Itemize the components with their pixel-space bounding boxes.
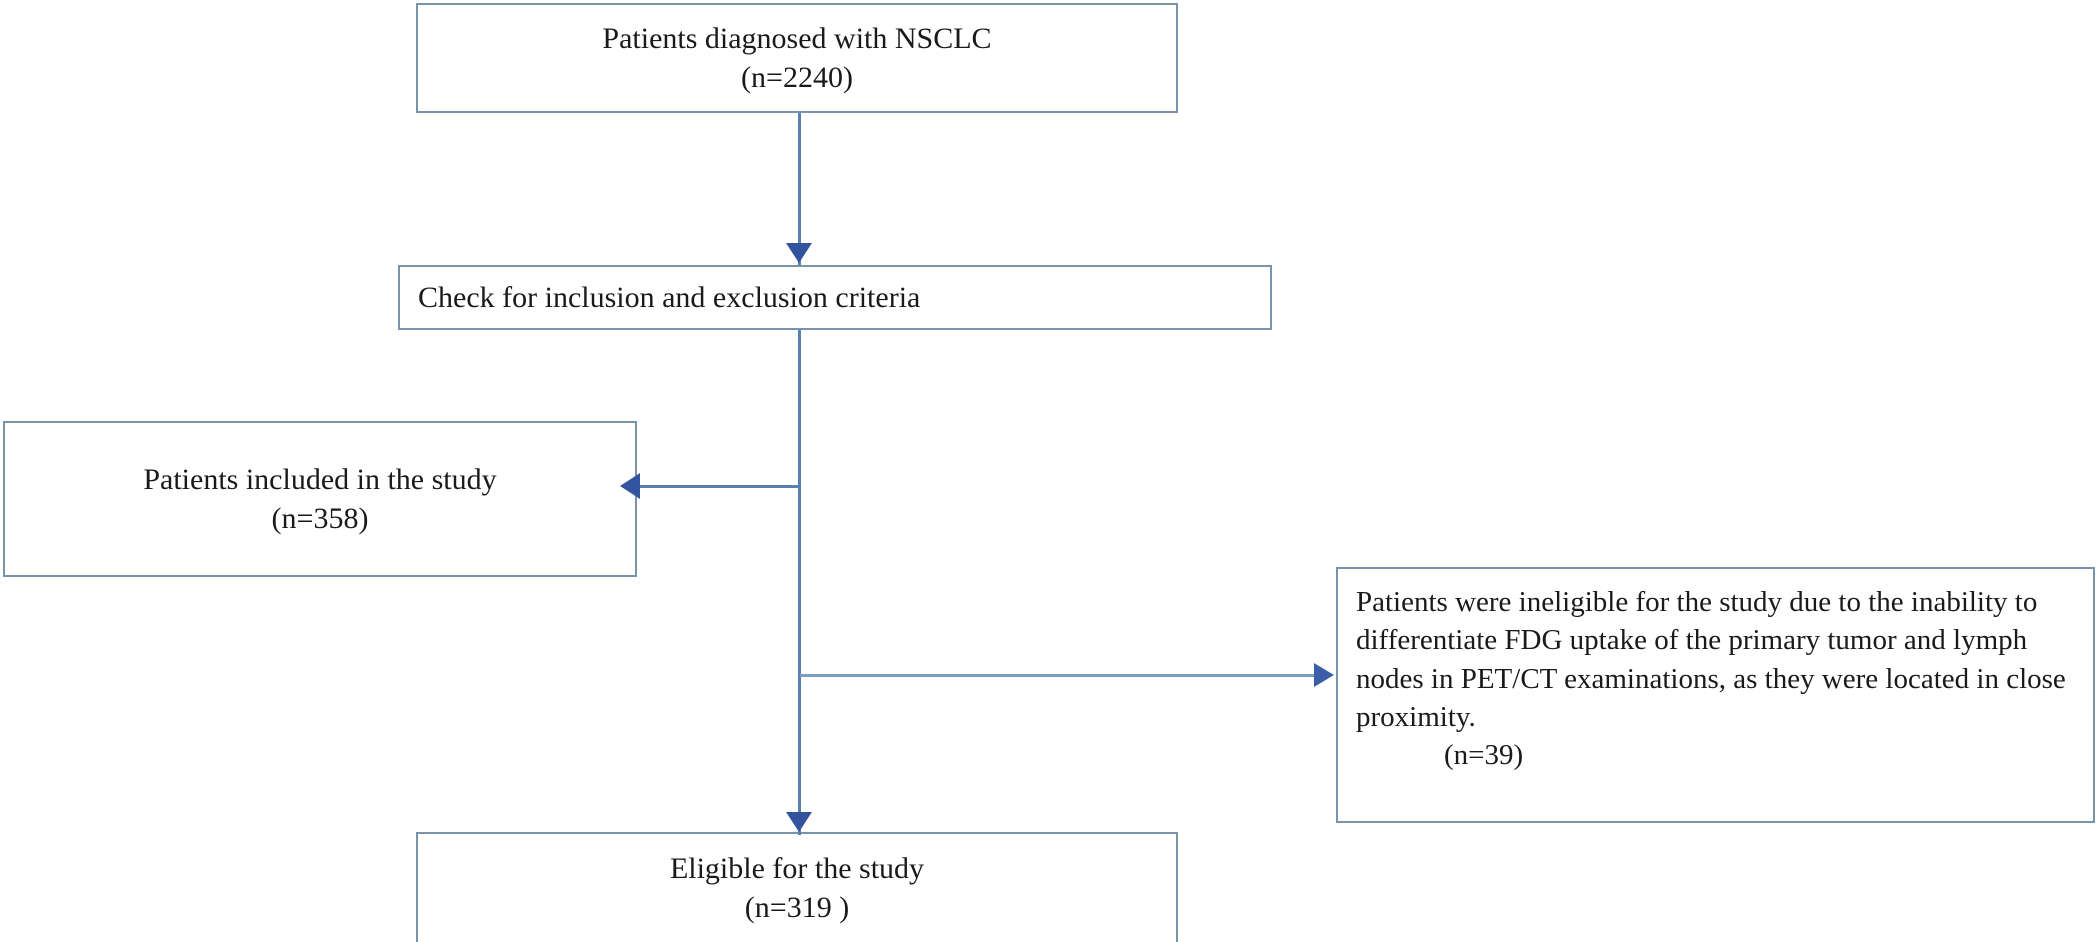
node-patients-diagnosed-label: Patients diagnosed with NSCLC [602, 22, 992, 55]
node-patients-ineligible-label: Patients were ineligible for the study d… [1356, 586, 2066, 733]
arrowhead-right-icon [1314, 663, 1334, 687]
node-patients-diagnosed-count: (n=2240) [741, 61, 853, 94]
node-patients-included[interactable]: Patients included in the study (n=358) [3, 421, 637, 577]
node-eligible-for-study-label: Eligible for the study [669, 852, 925, 885]
arrowhead-down-icon [786, 243, 812, 263]
node-check-criteria-label: Check for inclusion and exclusion criter… [418, 281, 921, 314]
connector-trunk-to-ineligible [800, 674, 1316, 677]
node-eligible-for-study[interactable]: Eligible for the study (n=319 ) [416, 832, 1178, 942]
connector-diagnosed-to-criteria [798, 113, 801, 265]
node-check-criteria[interactable]: Check for inclusion and exclusion criter… [398, 265, 1272, 330]
node-patients-diagnosed[interactable]: Patients diagnosed with NSCLC (n=2240) [416, 3, 1178, 113]
node-patients-included-count: (n=358) [271, 502, 369, 535]
connector-trunk-vertical [798, 330, 801, 835]
node-eligible-for-study-count: (n=319 ) [744, 891, 850, 924]
node-patients-ineligible-count: (n=39) [1444, 739, 1524, 772]
arrowhead-down-icon [786, 812, 812, 832]
connector-trunk-to-included [640, 485, 800, 488]
node-patients-included-label: Patients included in the study [143, 463, 497, 496]
arrowhead-left-icon [620, 473, 640, 499]
node-patients-ineligible[interactable]: Patients were ineligible for the study d… [1336, 567, 2095, 823]
